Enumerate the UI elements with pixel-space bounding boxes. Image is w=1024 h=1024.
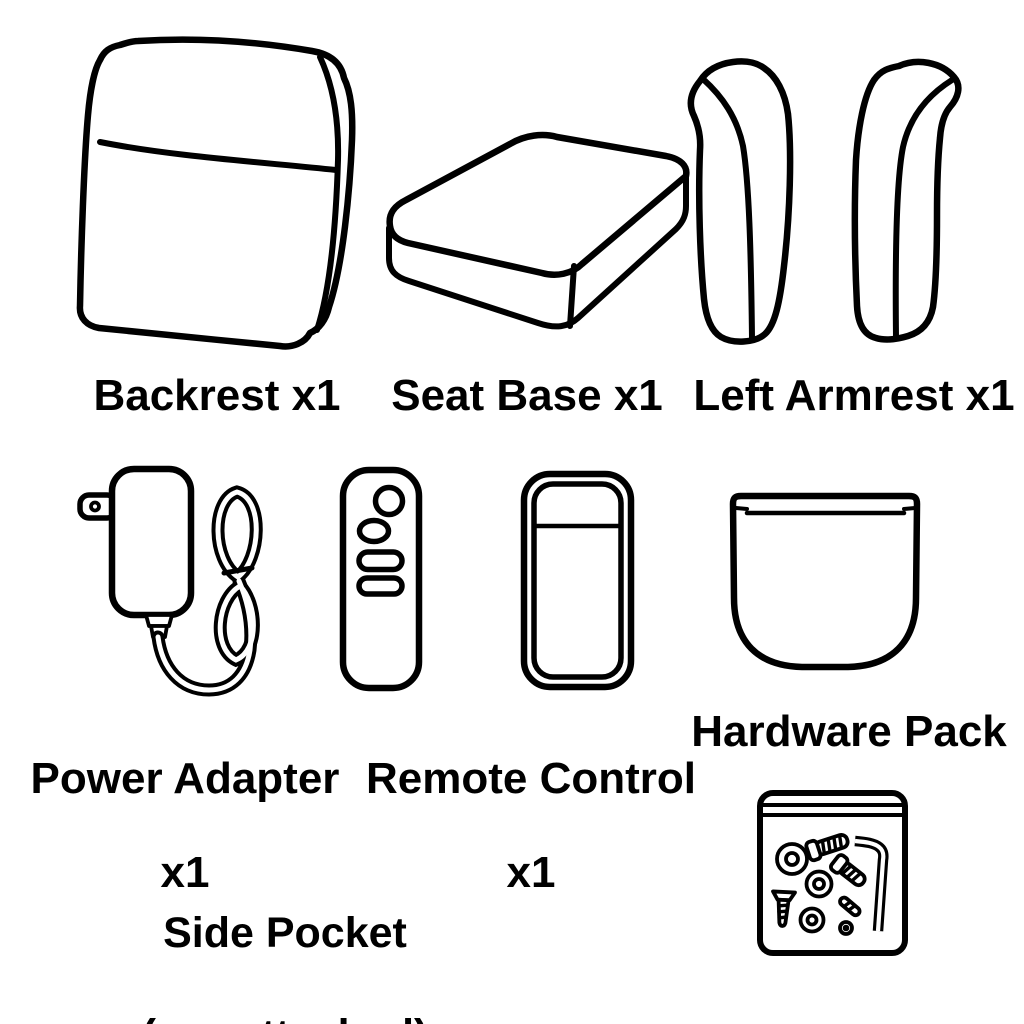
screw-icon-2 [829, 853, 867, 888]
armrest-left-outline [687, 58, 794, 345]
seat-base-side-outline [386, 171, 689, 330]
adapter-body [108, 465, 195, 619]
backrest-seam-line [97, 139, 339, 173]
remote-button-round [372, 484, 406, 518]
seat-base-top-face [386, 131, 690, 278]
screw-icon [804, 833, 850, 863]
power-adapter-label-line1: Power Adapter [30, 754, 340, 803]
hardware-pack-bag [729, 492, 921, 671]
hardware-pack-seal-tick-right [902, 506, 917, 511]
side-pocket-label: Side Pocket (pre-attached) [85, 857, 485, 1024]
washer-icon-small [838, 920, 854, 936]
armrest-right-outline [851, 58, 962, 343]
hardware-pack-illustration [729, 492, 921, 671]
remote-control-label: Remote Control x1 [331, 708, 731, 943]
remote-button-pill-2 [356, 575, 405, 597]
hardware-pack-seal-tick-left [734, 506, 749, 511]
armrest-left-illustration [687, 58, 794, 345]
backrest-outline [76, 36, 356, 350]
hardware-pack-label: Hardware Pack [691, 707, 1007, 756]
remote-button-oval [356, 517, 392, 545]
remote-pouch-illustration [520, 470, 635, 691]
remote-control-label-qty: x1 [506, 848, 556, 897]
flathead-screw-icon [771, 889, 797, 928]
side-pocket-label-line2: (pre-attached) [85, 1010, 485, 1024]
cord-collar [144, 613, 174, 628]
remote-button-pill-1 [356, 549, 405, 573]
hardware-bag-outline [757, 790, 908, 956]
coiled-cord [151, 485, 263, 697]
hardware-bag-illustration [757, 790, 908, 956]
plug-prong-hole [89, 500, 101, 513]
hex-key-icon [854, 835, 889, 932]
cable-tie-mark [221, 565, 255, 576]
armrest-right-seam [892, 77, 955, 340]
remote-control-label-line1: Remote Control [366, 754, 696, 803]
backrest-edge-line [314, 54, 342, 333]
remote-control-illustration [339, 466, 423, 692]
side-pocket-label-line1: Side Pocket [163, 909, 407, 957]
backrest-illustration [76, 36, 356, 350]
power-adapter-label-qty: x1 [160, 848, 210, 897]
armrest-right-illustration [851, 58, 962, 343]
pouch-inner [531, 481, 624, 680]
stud-pin-icon [838, 895, 862, 918]
left-armrest-label: Left Armrest x1 [693, 371, 1015, 420]
backrest-label: Backrest x1 [93, 371, 341, 420]
seat-base-label: Seat Base x1 [391, 371, 663, 420]
power-adapter-illustration [77, 465, 263, 697]
power-adapter-label: Power Adapter x1 [5, 708, 365, 943]
seat-base-illustration [386, 131, 690, 330]
seat-base-corner-seam [567, 263, 577, 329]
armrest-left-seam [700, 76, 755, 341]
